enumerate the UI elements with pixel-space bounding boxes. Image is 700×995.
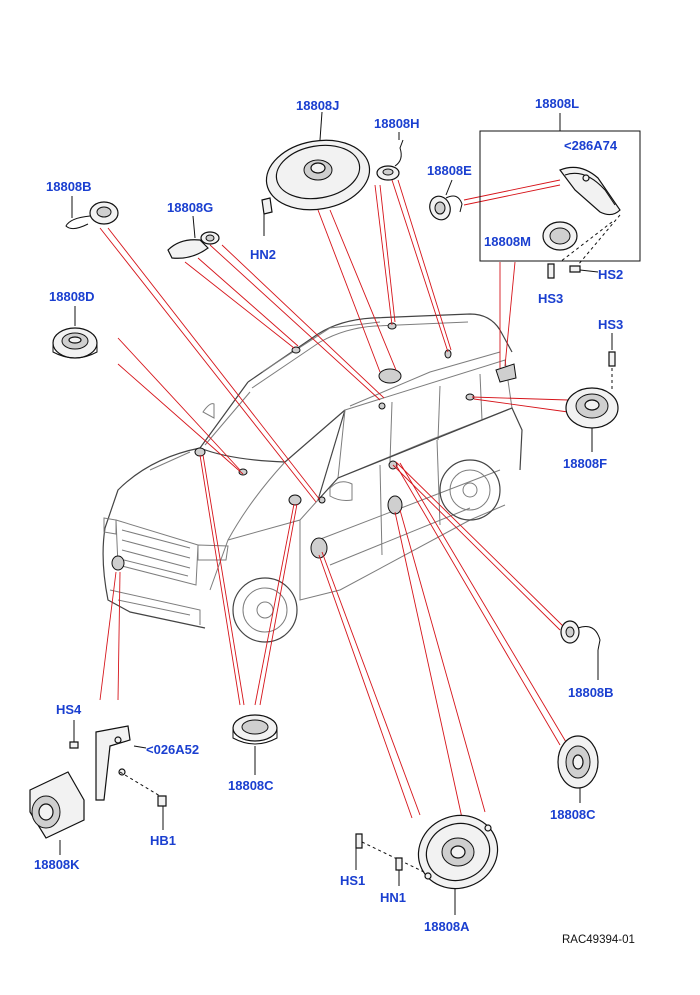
label-18808H: 18808H — [374, 116, 420, 131]
label-HN2: HN2 — [250, 247, 277, 262]
speaker-18808G — [167, 215, 220, 259]
speaker-18808J — [261, 111, 371, 236]
speaker-18808C-right — [557, 735, 599, 803]
vehicle-speaker-markers — [111, 322, 517, 571]
label-18808F: 18808F — [563, 456, 608, 471]
label-HS2-top: HS2 — [598, 267, 624, 282]
label-18808B-top: 18808B — [46, 179, 92, 194]
label-HN1: HN1 — [380, 890, 407, 905]
label-18808J: 18808J — [296, 98, 340, 113]
label-18808K: 18808K — [34, 857, 80, 872]
leader-lines — [99, 179, 569, 819]
label-18808G: 18808G — [167, 200, 214, 215]
label-18808A: 18808A — [424, 919, 470, 934]
speaker-assembly-18808L-box — [479, 113, 641, 279]
subwoofer-18808K-bracket — [29, 720, 167, 855]
label-18808C-right: 18808C — [550, 807, 596, 822]
speaker-18808A — [355, 814, 499, 915]
label-18808E: 18808E — [427, 163, 472, 178]
label-18808D: 18808D — [49, 289, 95, 304]
vehicle-outline — [102, 313, 523, 643]
label-18808L: 18808L — [535, 96, 580, 111]
speaker-18808D — [52, 306, 98, 359]
label-18808C-left: 18808C — [228, 778, 274, 793]
speaker-18808B-right — [560, 620, 601, 680]
tweeter-18808H — [376, 132, 404, 181]
reference-code: RAC49394-01 — [562, 934, 635, 946]
label-286A74: <286A74 — [564, 138, 618, 153]
label-026A52: <026A52 — [146, 742, 200, 757]
speaker-18808B-top — [65, 196, 119, 230]
speaker-18808C-left — [232, 714, 278, 775]
label-HS3-right: HS3 — [598, 317, 624, 332]
label-18808B-right: 18808B — [568, 685, 614, 700]
speaker-18808F — [565, 333, 619, 452]
label-HS1: HS1 — [340, 873, 366, 888]
label-18808M: 18808M — [484, 234, 531, 249]
speaker-18808E — [429, 179, 463, 221]
label-HB1: HB1 — [150, 833, 177, 848]
label-HS3-top: HS3 — [538, 291, 564, 306]
label-HS4: HS4 — [56, 702, 82, 717]
